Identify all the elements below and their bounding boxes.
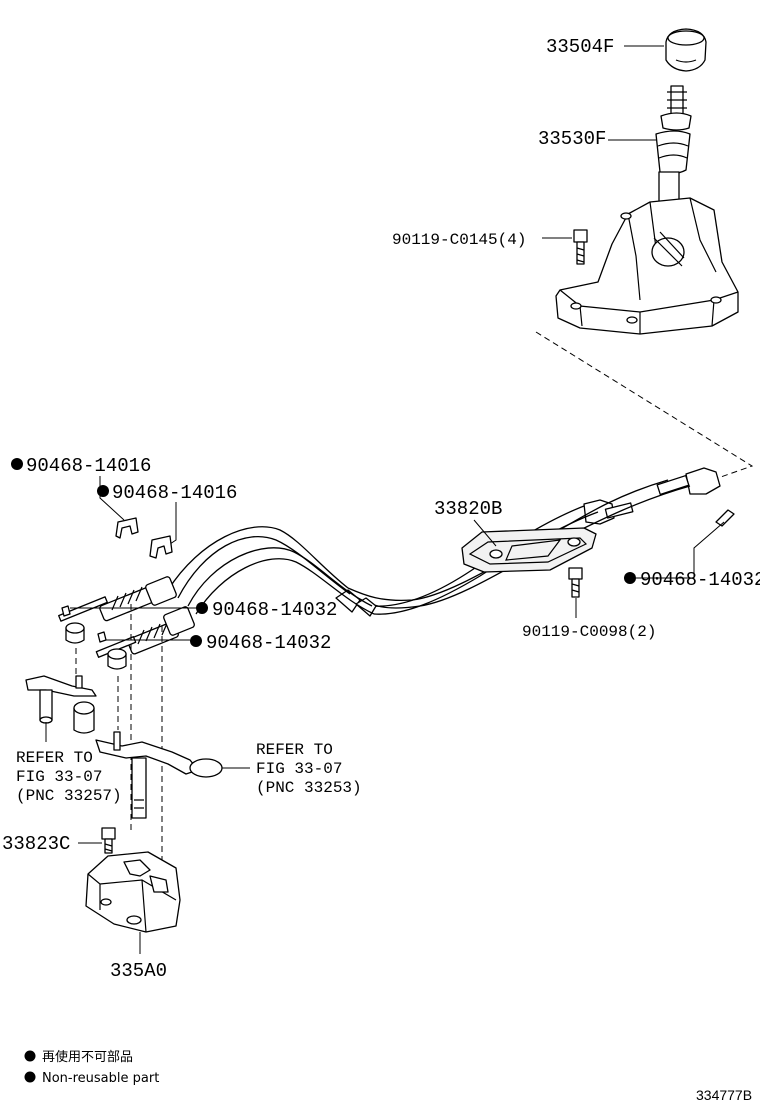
bolt-bracket	[101, 827, 116, 854]
refer-right-line1: REFER TO	[256, 741, 333, 759]
refer-right-line3: (PNC 33253)	[256, 779, 362, 797]
legend: 再使用不可部品 Non-reusable part	[24, 1049, 159, 1086]
figure-id: 334777B	[696, 1087, 752, 1103]
callout-clip-mid-1: 90468-14032	[212, 599, 337, 621]
refer-left-line2: FIG 33-07	[16, 768, 102, 786]
callout-bolt-bracket: 33823C	[2, 833, 70, 855]
cable-assembly	[58, 467, 721, 658]
refer-left-line1: REFER TO	[16, 749, 93, 767]
callout-clip-right: 90468-14032	[640, 569, 760, 591]
clip-1	[115, 517, 139, 539]
callout-clip-mid-2: 90468-14032	[206, 632, 331, 654]
select-lever-left	[25, 675, 97, 724]
shift-knob	[665, 28, 707, 72]
callout-bolt-cable: 90119-C0098(2)	[522, 623, 656, 641]
callout-bracket: 335A0	[110, 960, 167, 982]
callout-shift-knob: 33504F	[546, 36, 614, 58]
legend-en: Non-reusable part	[42, 1071, 159, 1086]
bolt-lever-housing	[573, 229, 588, 265]
bushing-left	[65, 622, 85, 644]
clip-right	[715, 509, 735, 527]
callout-clip-1: 90468-14016	[26, 455, 151, 477]
clip-mid-2	[97, 631, 107, 643]
bolt-cable-bracket	[568, 567, 583, 598]
shift-lever-right	[73, 701, 223, 819]
callout-clip-2: 90468-14016	[112, 482, 237, 504]
callout-bolt-lever: 90119-C0145(4)	[392, 231, 526, 249]
bracket	[85, 851, 181, 933]
bushing-right	[107, 648, 127, 670]
clip-2	[149, 535, 173, 559]
refer-right-line2: FIG 33-07	[256, 760, 342, 778]
legend-jp: 再使用不可部品	[42, 1049, 133, 1065]
callout-cable-assembly: 33820B	[434, 498, 502, 520]
shift-lever-housing	[555, 197, 739, 335]
shift-lever-rod	[660, 85, 692, 131]
refer-left-line3: (PNC 33257)	[16, 787, 122, 805]
callout-lever-boot: 33530F	[538, 128, 606, 150]
clip-mid-1	[61, 605, 71, 617]
